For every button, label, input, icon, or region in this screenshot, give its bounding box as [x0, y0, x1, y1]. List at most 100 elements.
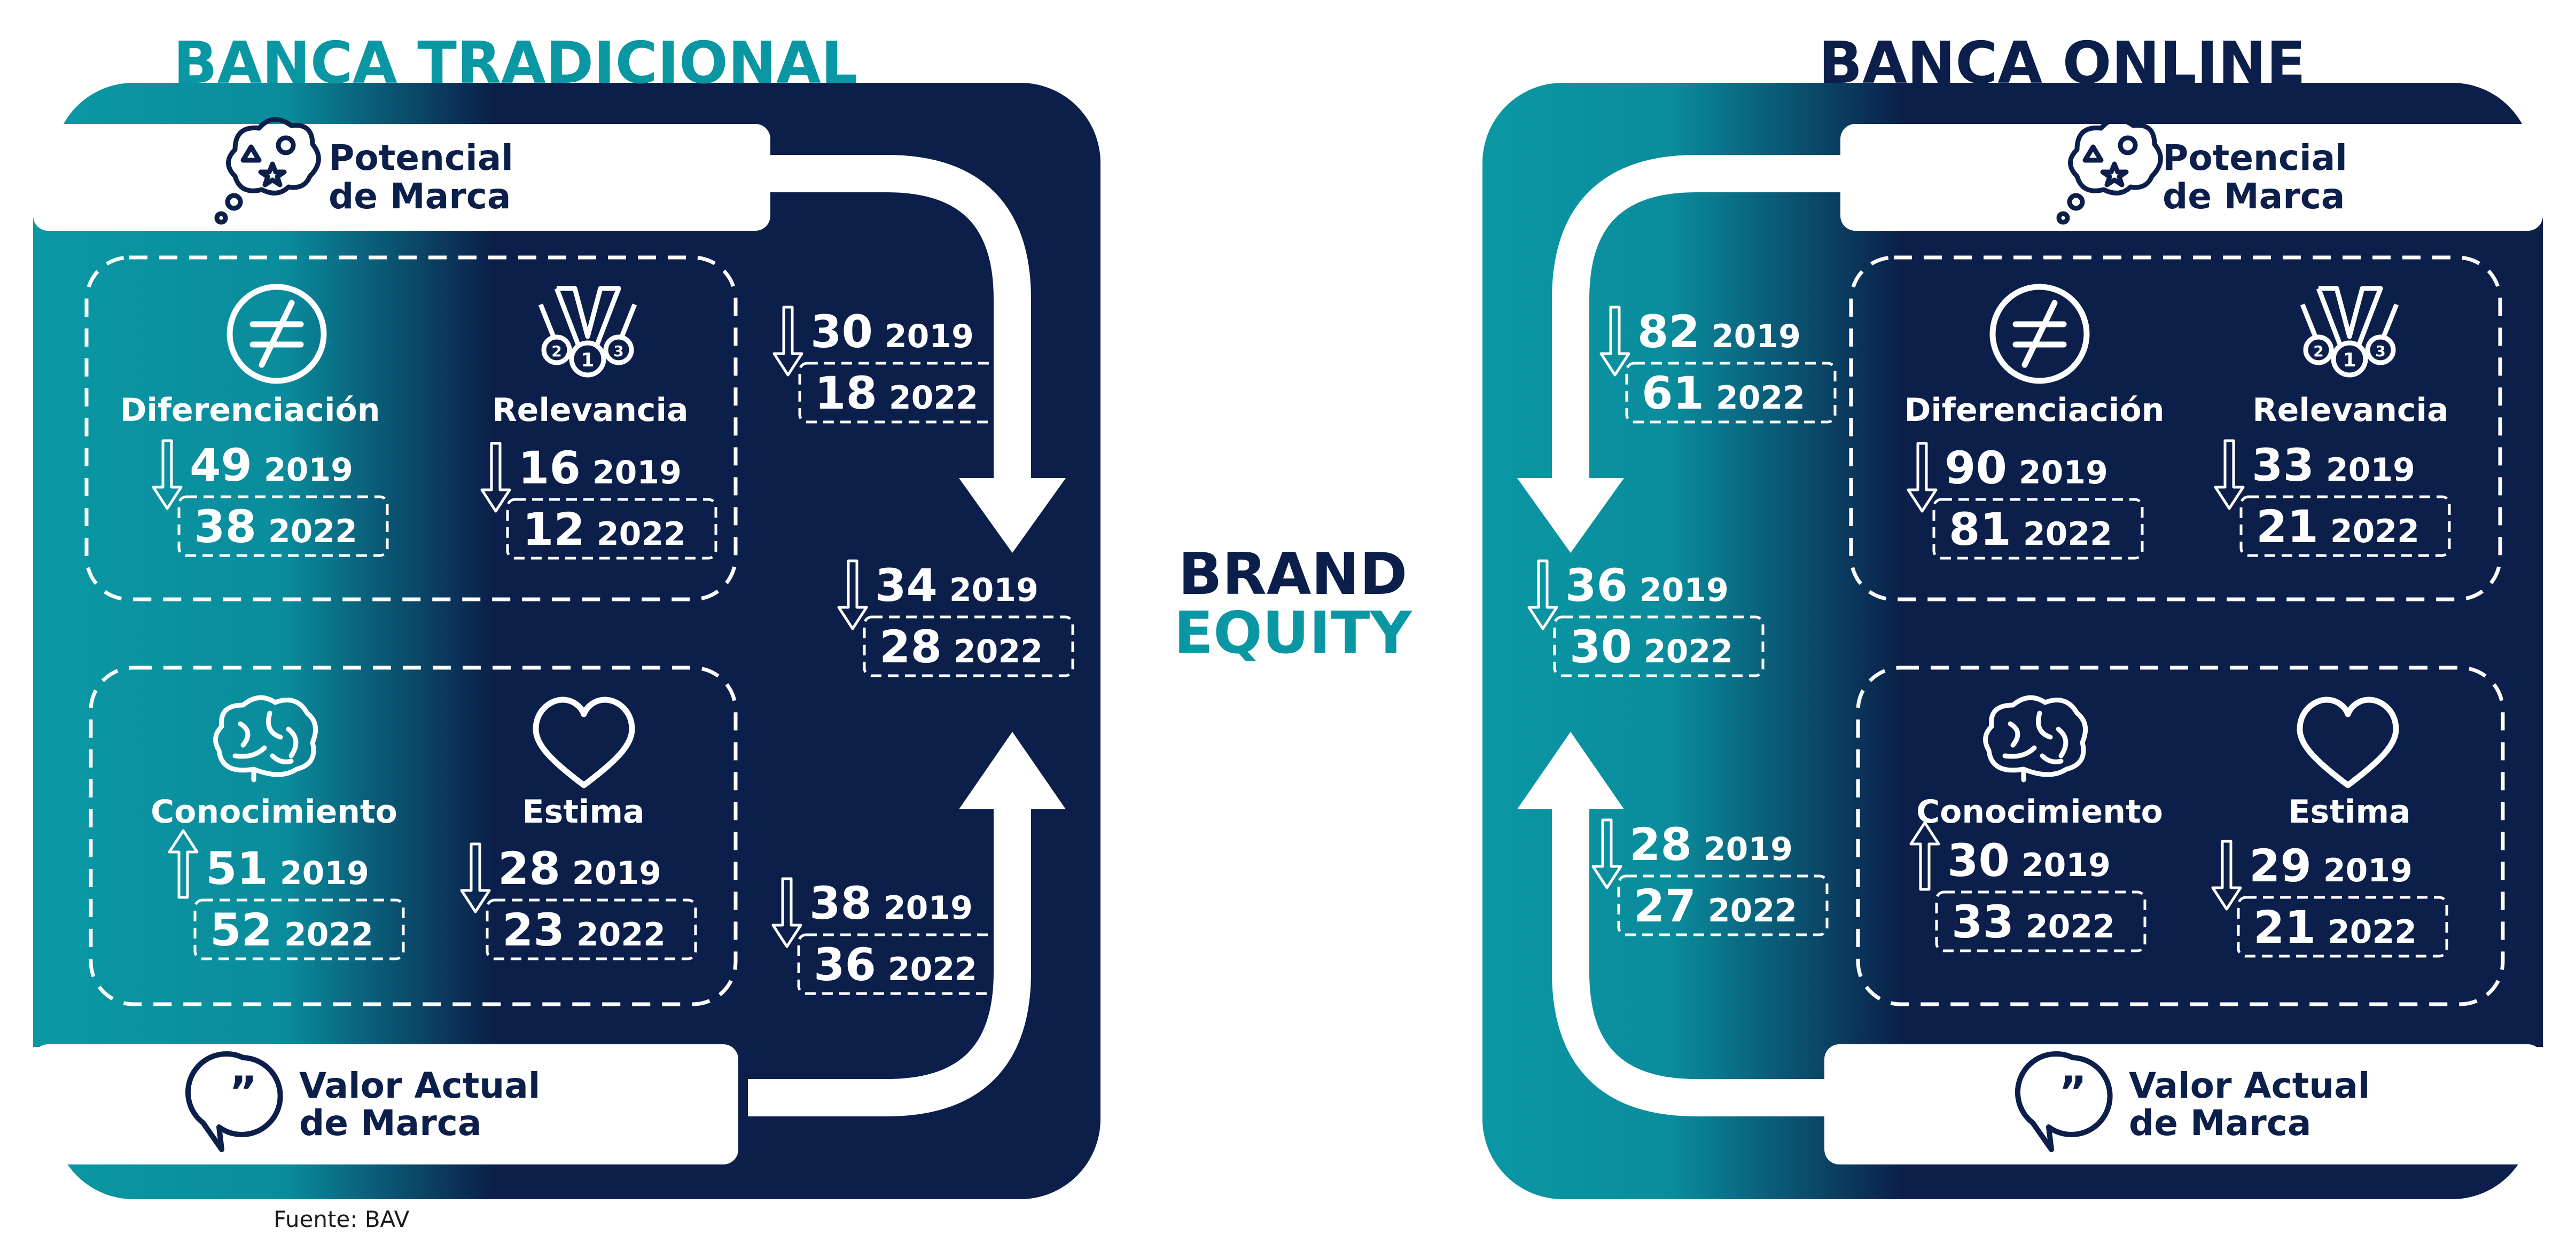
stat-2022: 52 2022 — [210, 904, 373, 956]
trend-down-arrow-icon — [2214, 439, 2245, 510]
metric-label-diferenciacion: Diferenciación — [1904, 392, 2165, 429]
panel-right-edge — [2500, 214, 2543, 1047]
value-2019: 33 — [2252, 439, 2314, 491]
panel-left-edge — [33, 214, 76, 1047]
flow-arrowhead-up — [1517, 732, 1624, 809]
brain-icon — [1983, 695, 2088, 783]
value-2022: 30 — [1570, 621, 1632, 673]
stat-2022: 38 2022 — [194, 501, 357, 553]
metric-label-relevancia: Relevancia — [492, 392, 688, 429]
value-2019: 36 — [1565, 559, 1628, 612]
value-2019: 30 — [810, 306, 873, 358]
stat-2022-box — [1935, 890, 2146, 952]
svg-text:3: 3 — [613, 342, 623, 360]
valor-metrics-group — [89, 666, 738, 1006]
year-2019-label: 2019 — [2326, 451, 2415, 489]
year-2022-label: 2022 — [889, 379, 978, 417]
flow-arrow-top — [1552, 155, 1848, 483]
heart-icon — [2297, 697, 2399, 788]
svg-text:1: 1 — [2343, 349, 2356, 371]
value-2022: 28 — [879, 621, 942, 673]
stat-2019: 16 2019 — [518, 442, 682, 494]
value-2022: 38 — [194, 501, 256, 553]
valor-actual-line2: de Marca — [2129, 1103, 2311, 1144]
thought-bubble-icon — [214, 117, 321, 225]
metric-label-estima: Estima — [522, 793, 645, 831]
not-equal-icon — [1989, 284, 2090, 384]
trend-down-arrow-icon — [2211, 840, 2242, 911]
value-2022: 52 — [210, 904, 272, 956]
panel-tradicional: BANCA TRADICIONAL Potencial de Marca ” V… — [33, 30, 1100, 1232]
trend-down-arrow-icon — [771, 877, 802, 948]
brain-icon — [213, 695, 318, 783]
stat-2022-box — [798, 362, 1010, 424]
value-2019: 28 — [498, 842, 560, 895]
value-2022: 21 — [2253, 901, 2316, 953]
stat-2022-box — [193, 898, 405, 960]
value-2019: 28 — [1629, 818, 1692, 871]
stat-2022-box — [863, 615, 1074, 677]
stat-2022-box — [2237, 896, 2448, 958]
potencial-header-bar — [33, 124, 770, 231]
trend-down-arrow-icon — [1591, 818, 1622, 889]
year-2022-label: 2022 — [268, 513, 357, 550]
stat-2022-box — [1932, 498, 2144, 560]
trend-down-arrow-icon — [1527, 559, 1558, 630]
potencial-line1: Potencial — [329, 137, 513, 178]
flow-arrow-bottom — [748, 801, 1031, 1116]
year-2019-label: 2019 — [884, 889, 973, 927]
trend-down-arrow-icon — [1907, 442, 1938, 513]
valor-actual-header-bar — [1824, 1044, 2543, 1164]
year-2019-label: 2019 — [949, 572, 1039, 609]
brand-equity-line2: EQUITY — [1174, 600, 1412, 667]
value-2019: 82 — [1637, 306, 1700, 358]
svg-text:2: 2 — [551, 342, 561, 360]
year-2019-label: 2019 — [2021, 847, 2111, 884]
valor-metrics-group — [1856, 666, 2505, 1006]
year-2022-label: 2022 — [597, 515, 686, 553]
potencial-line2: de Marca — [329, 176, 511, 217]
year-2019-label: 2019 — [2323, 852, 2413, 889]
panel-online: BANCA ONLINE Potencial de Marca ” Valor … — [1482, 30, 2543, 1199]
svg-text:”: ” — [229, 1067, 257, 1117]
stat-2022-box — [1617, 874, 1829, 936]
metric-label-diferenciacion: Diferenciación — [120, 392, 380, 429]
year-2022-label: 2022 — [888, 951, 977, 988]
value-2019: 38 — [809, 877, 872, 929]
heart-icon — [533, 697, 635, 788]
value-2019: 16 — [518, 442, 581, 494]
year-2022-label: 2022 — [2023, 515, 2112, 553]
stat-2022-box — [2239, 495, 2451, 557]
year-2022-label: 2022 — [284, 916, 373, 953]
valor-actual-line2: de Marca — [299, 1103, 481, 1144]
trend-down-arrow-icon — [772, 306, 803, 377]
year-2019-label: 2019 — [592, 454, 682, 491]
stat-2022-box — [797, 933, 1009, 995]
panel-title: BANCA TRADICIONAL — [173, 30, 857, 97]
trend-up-arrow-icon — [1909, 821, 1940, 891]
year-2022-label: 2022 — [576, 916, 666, 953]
trend-up-arrow-icon — [168, 829, 199, 899]
stat-2019: 38 2019 — [809, 877, 973, 929]
medals-icon: 1 2 3 — [538, 286, 637, 378]
